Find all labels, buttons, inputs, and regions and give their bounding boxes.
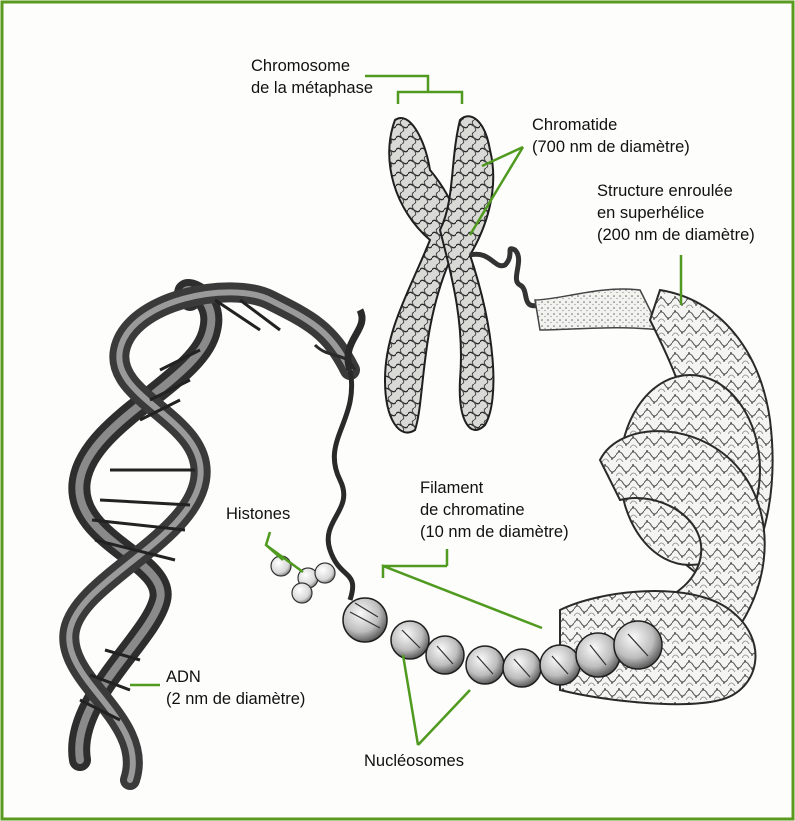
label-histones-line1: Histones: [226, 503, 290, 525]
label-chromosome-line1: Chromosome: [251, 55, 373, 77]
label-nucleosomes: Nucléosomes: [364, 750, 464, 772]
label-chromatid-line2: (700 nm de diamètre): [532, 136, 690, 158]
label-dna-line1: ADN: [166, 666, 305, 688]
label-chromatid-line1: Chromatide: [532, 114, 690, 136]
label-chromatin-line3: (10 nm de diamètre): [420, 521, 569, 543]
label-nucleosomes-line1: Nucléosomes: [364, 750, 464, 772]
histone-beads: [271, 556, 335, 603]
metaphase-chromosome: [385, 116, 493, 432]
label-supercoil-line1: Structure enroulée: [597, 180, 755, 202]
leader-chromosome: [365, 76, 462, 104]
label-dna-line2: (2 nm de diamètre): [166, 688, 305, 710]
label-chromosome: Chromosome de la métaphase: [251, 55, 373, 99]
label-chromatin-line2: de chromatine: [420, 499, 569, 521]
label-chromatin-fiber: Filament de chromatine (10 nm de diamètr…: [420, 477, 569, 543]
label-dna: ADN (2 nm de diamètre): [166, 666, 305, 710]
label-supercoil-line3: (200 nm de diamètre): [597, 224, 755, 246]
label-supercoil: Structure enroulée en superhélice (200 n…: [597, 180, 755, 246]
label-chromatid: Chromatide (700 nm de diamètre): [532, 114, 690, 158]
label-supercoil-line2: en superhélice: [597, 202, 755, 224]
leader-chromatin: [383, 549, 542, 628]
label-histones: Histones: [226, 503, 290, 525]
label-chromatin-line1: Filament: [420, 477, 569, 499]
label-chromosome-line2: de la métaphase: [251, 77, 373, 99]
